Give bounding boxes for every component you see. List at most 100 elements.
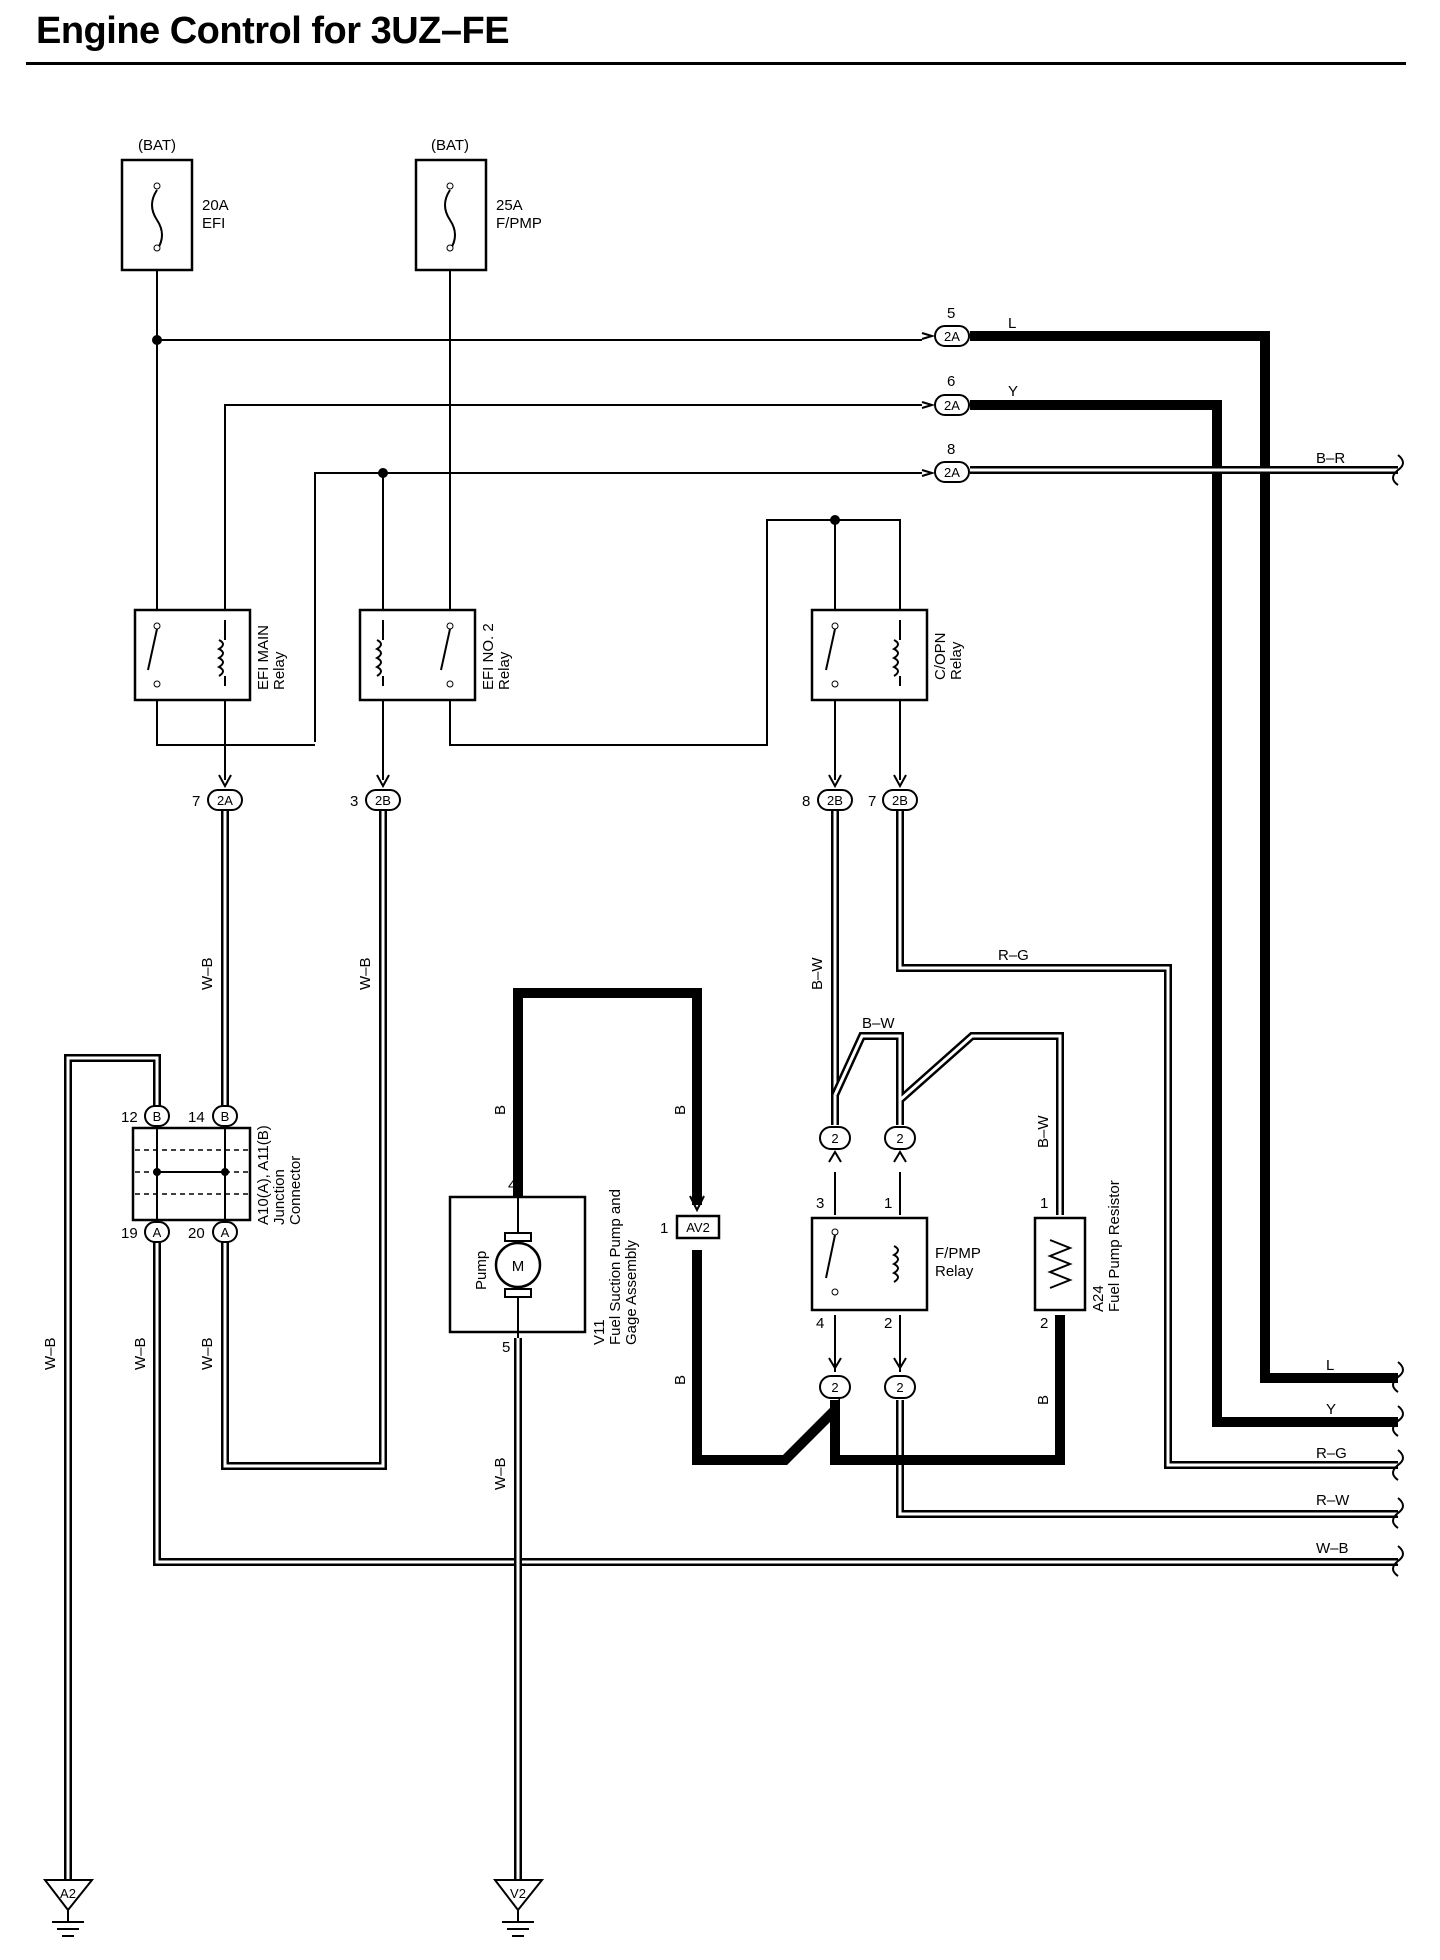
wire-color-label: Y bbox=[1008, 383, 1018, 400]
motor-symbol: M bbox=[512, 1258, 525, 1275]
wire-color-label: B–W bbox=[809, 957, 826, 990]
wire-color-label: B bbox=[492, 1105, 509, 1115]
relay-fpmp: F/PMP Relay 3 1 4 2 bbox=[810, 1195, 981, 1332]
pin-label: 19 bbox=[121, 1225, 138, 1242]
connector-label: 2 bbox=[896, 1380, 903, 1395]
pin-label: 5 bbox=[502, 1339, 510, 1356]
connector-2A-pin7: 2A 7 bbox=[192, 774, 243, 811]
fuse-efi-supply: (BAT) bbox=[138, 137, 176, 154]
page-title: Engine Control for 3UZ–FE bbox=[36, 10, 510, 52]
wire-color-label: W–B bbox=[199, 1337, 216, 1370]
wire-color-label: L bbox=[1326, 1357, 1334, 1374]
connector-label: 2A bbox=[217, 793, 233, 808]
thin-wires bbox=[156, 270, 922, 780]
pin-label: 2 bbox=[884, 1315, 892, 1332]
junction-name-2: Connector bbox=[287, 1156, 304, 1225]
connector-label: A bbox=[221, 1225, 230, 1240]
junction-name: Junction bbox=[271, 1169, 288, 1225]
relay-efi-no2: EFI NO. 2 Relay bbox=[358, 608, 513, 702]
connector-label: AV2 bbox=[686, 1220, 710, 1235]
junction-connector: B 12 B 14 A 19 A 20 A10(A), A11(B) Junct… bbox=[121, 1105, 304, 1243]
pin-label: 3 bbox=[350, 793, 358, 810]
fuse-efi-name: EFI bbox=[202, 215, 225, 232]
relay-efi-main-suffix: Relay bbox=[271, 651, 288, 690]
pump-id: V11 bbox=[591, 1319, 608, 1345]
wire-color-label: W–B bbox=[132, 1337, 149, 1370]
vertical-wire-labels: W–B W–B B–W W–B W–B W–B W–B B B B B B–W bbox=[42, 957, 1052, 1490]
connector-label: 2 bbox=[896, 1131, 903, 1146]
pin-label: 1 bbox=[884, 1195, 892, 1212]
connector-av2: AV2 1 bbox=[660, 1195, 721, 1240]
fuel-pump-resistor: 1 2 A24 Fuel Pump Resistor bbox=[1033, 1180, 1123, 1332]
horizontal-wire-labels: R–G B–W L Y R–G R–W W–B bbox=[862, 947, 1350, 1557]
pin-label: 6 bbox=[947, 373, 955, 390]
resistor-id: A24 bbox=[1090, 1285, 1107, 1312]
wire-color-label: Y bbox=[1326, 1401, 1336, 1418]
pin-label: 2 bbox=[1040, 1315, 1048, 1332]
fuse-efi-rating: 20A bbox=[202, 197, 229, 214]
connector-2A-pin8: 2A 8 B–R bbox=[921, 441, 1345, 483]
connector-label: 2A bbox=[944, 398, 960, 413]
ground-v2: V2 bbox=[492, 1879, 545, 1937]
pump-name: Fuel Suction Pump and bbox=[607, 1189, 624, 1345]
wire-color-label: W–B bbox=[1316, 1540, 1349, 1557]
pin-label: 8 bbox=[947, 441, 955, 458]
wire-color-label: R–G bbox=[998, 947, 1029, 964]
wire-color-label: B bbox=[1035, 1395, 1052, 1405]
connector-label: 2 bbox=[831, 1131, 838, 1146]
wire-color-label: R–G bbox=[1316, 1445, 1347, 1462]
relay-efi-main: EFI MAIN Relay bbox=[133, 608, 288, 702]
fuse-fpmp: (BAT) 25A F/PMP bbox=[414, 137, 542, 272]
relay-c-opn-label: C/OPN bbox=[932, 632, 949, 680]
relay-efi-main-label: EFI MAIN bbox=[255, 625, 272, 690]
connector-2A-pin6: 2A 6 Y bbox=[921, 373, 1018, 416]
pin-label: 20 bbox=[188, 1225, 205, 1242]
pin-label: 1 bbox=[1040, 1195, 1048, 1212]
relay-fpmp-label: F/PMP bbox=[935, 1245, 981, 1262]
pump-name-2: Gage Assembly bbox=[623, 1239, 640, 1345]
wire-tails bbox=[1392, 454, 1404, 1577]
pin-label: 1 bbox=[660, 1220, 668, 1237]
fuse-efi: (BAT) 20A EFI bbox=[120, 137, 229, 272]
connector-label: 2B bbox=[892, 793, 908, 808]
title-rule bbox=[26, 62, 1406, 65]
resistor-name: Fuel Pump Resistor bbox=[1106, 1180, 1123, 1312]
fuse-fpmp-rating: 25A bbox=[496, 197, 523, 214]
wire-color-label: B–W bbox=[862, 1015, 895, 1032]
wire-color-label: B bbox=[672, 1375, 689, 1385]
wire-color-label: B–R bbox=[1316, 450, 1345, 467]
relay-c-opn: C/OPN Relay bbox=[810, 608, 965, 702]
fuel-pump-assembly: 4 5 M Pump V11 Fuel Suction Pump and Gag… bbox=[448, 1177, 640, 1356]
wire-color-label: L bbox=[1008, 315, 1016, 332]
relay-fpmp-suffix: Relay bbox=[935, 1263, 974, 1280]
connector-label: A bbox=[153, 1225, 162, 1240]
pin-label: 4 bbox=[816, 1315, 824, 1332]
connector-2-group: 2 2 2 2 bbox=[819, 1126, 916, 1399]
connector-2B-pin7: 2B 7 bbox=[868, 774, 918, 811]
connector-label: B bbox=[221, 1109, 230, 1124]
fuse-fpmp-name: F/PMP bbox=[496, 215, 542, 232]
wire-color-label: B bbox=[672, 1105, 689, 1115]
pin-label: 3 bbox=[816, 1195, 824, 1212]
pump-label: Pump bbox=[473, 1251, 490, 1290]
connector-label: B bbox=[153, 1109, 162, 1124]
splice-dots bbox=[152, 335, 840, 525]
pin-label: 14 bbox=[188, 1109, 205, 1126]
pin-label: 5 bbox=[947, 305, 955, 322]
connector-label: 2B bbox=[827, 793, 843, 808]
connector-2A-pin5: 2A 5 L bbox=[921, 305, 1016, 347]
pin-label: 12 bbox=[121, 1109, 138, 1126]
relay-c-opn-suffix: Relay bbox=[948, 641, 965, 680]
connector-label: 2A bbox=[944, 329, 960, 344]
connector-label: 2 bbox=[831, 1380, 838, 1395]
relay-efi-no2-suffix: Relay bbox=[496, 651, 513, 690]
ground-label: V2 bbox=[510, 1886, 526, 1901]
heavy-wires bbox=[64, 331, 1398, 1882]
pin-label: 7 bbox=[868, 793, 876, 810]
junction-id: A10(A), A11(B) bbox=[255, 1125, 272, 1225]
ground-label: A2 bbox=[60, 1886, 76, 1901]
wire-color-label: B–W bbox=[1035, 1115, 1052, 1148]
wire-color-label: W–B bbox=[492, 1457, 509, 1490]
pin-label: 7 bbox=[192, 793, 200, 810]
wire-color-label: W–B bbox=[199, 957, 216, 990]
